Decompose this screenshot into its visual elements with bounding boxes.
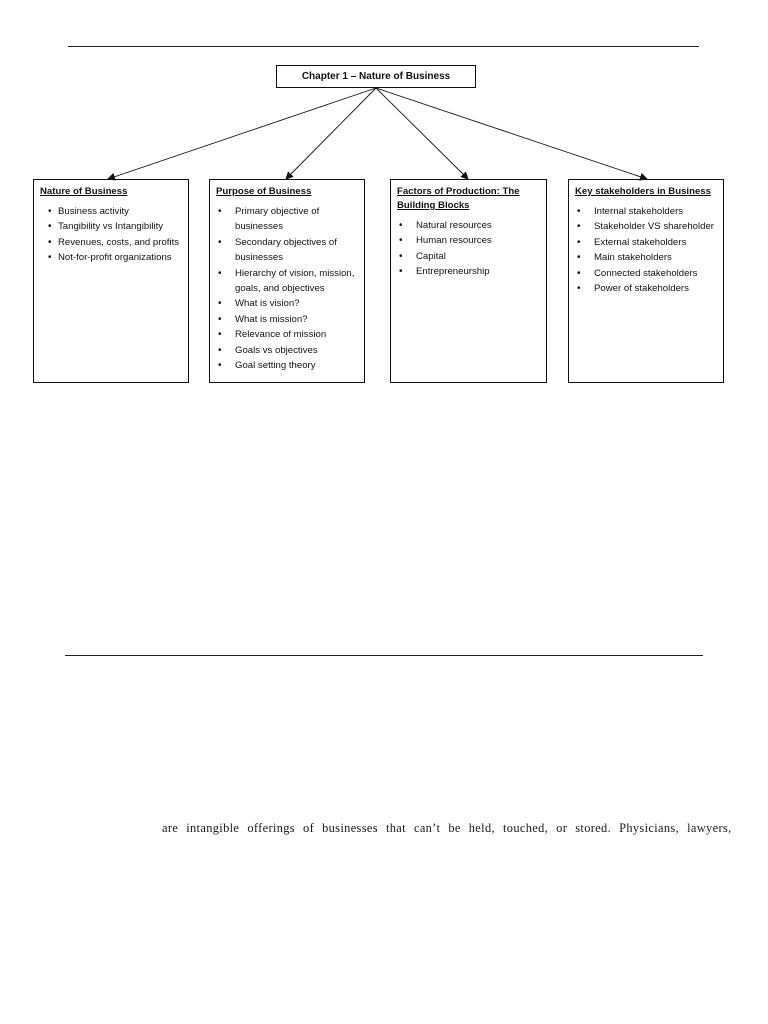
arrow-to-factors bbox=[375, 87, 469, 180]
card-factors-of-production: Factors of Production: The Building Bloc… bbox=[390, 179, 547, 383]
connector-arrows bbox=[107, 87, 648, 181]
list-item: Revenues, costs, and profits bbox=[40, 235, 182, 251]
list-item: Internal stakeholders bbox=[575, 204, 717, 220]
list-item: Goals vs objectives bbox=[216, 343, 358, 359]
list-item: What is vision? bbox=[216, 296, 358, 312]
list-item: Capital bbox=[397, 249, 540, 265]
bullet-list: Business activity Tangibility vs Intangi… bbox=[40, 204, 182, 266]
bullet-list: Internal stakeholders Stakeholder VS sha… bbox=[575, 204, 717, 297]
card-purpose-of-business: Purpose of Business Primary objective of… bbox=[209, 179, 365, 383]
card-nature-of-business: Nature of Business Business activity Tan… bbox=[33, 179, 189, 383]
list-item: Main stakeholders bbox=[575, 250, 717, 266]
list-item: Not-for-profit organizations bbox=[40, 250, 182, 266]
list-item: Entrepreneurship bbox=[397, 264, 540, 280]
root-title: Chapter 1 – Nature of Business bbox=[301, 71, 451, 82]
list-item: Connected stakeholders bbox=[575, 266, 717, 282]
bullet-list: Primary objective of businesses Secondar… bbox=[216, 204, 358, 374]
arrow-to-purpose bbox=[285, 87, 377, 180]
body-paragraph-line: are intangible offerings of businesses t… bbox=[162, 821, 732, 835]
list-item: Natural resources bbox=[397, 218, 540, 234]
root-node: Chapter 1 – Nature of Business bbox=[276, 65, 476, 88]
card-title: Nature of Business bbox=[40, 186, 128, 197]
top-divider bbox=[68, 46, 699, 47]
card-title: Purpose of Business bbox=[216, 186, 312, 197]
list-item: Power of stakeholders bbox=[575, 281, 717, 297]
list-item: Primary objective of businesses bbox=[216, 204, 358, 235]
list-item: Tangibility vs Intangibility bbox=[40, 219, 182, 235]
list-item: External stakeholders bbox=[575, 235, 717, 251]
middle-divider bbox=[65, 655, 703, 656]
list-item: Goal setting theory bbox=[216, 358, 358, 374]
list-item: Human resources bbox=[397, 233, 540, 249]
bullet-list: Natural resources Human resources Capita… bbox=[397, 218, 540, 280]
arrow-to-stakeholders bbox=[375, 87, 648, 181]
list-item: Business activity bbox=[40, 204, 182, 220]
list-item: Relevance of mission bbox=[216, 327, 358, 343]
list-item: Hierarchy of vision, mission, goals, and… bbox=[216, 266, 358, 297]
list-item: Stakeholder VS shareholder bbox=[575, 219, 717, 235]
list-item: What is mission? bbox=[216, 312, 358, 328]
card-title: Factors of Production: The Building Bloc… bbox=[397, 186, 520, 211]
card-title: Key stakeholders in Business bbox=[575, 186, 711, 197]
card-key-stakeholders: Key stakeholders in Business Internal st… bbox=[568, 179, 724, 383]
arrow-to-nature bbox=[107, 87, 377, 181]
list-item: Secondary objectives of businesses bbox=[216, 235, 358, 266]
